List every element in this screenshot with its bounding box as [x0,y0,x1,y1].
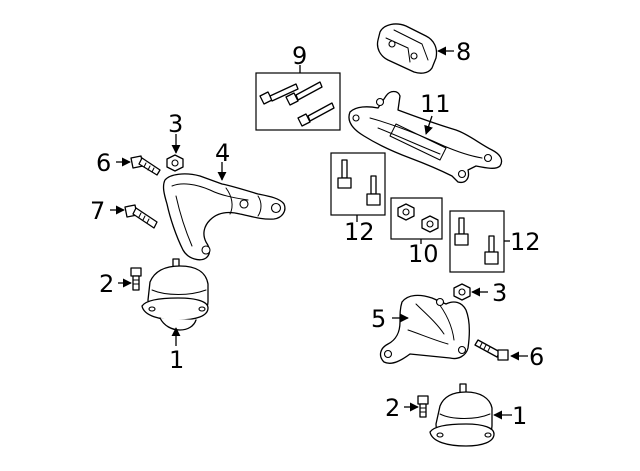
transmission-bracket-8 [376,23,438,74]
bolt-6-right [474,339,509,361]
callout-6-right: 6 [529,343,544,371]
callout-3-left: 3 [168,110,183,138]
bolt-set-9 [255,72,341,131]
leader-11 [424,115,433,135]
callout-12-right: 12 [510,228,541,256]
callout-1-right: 1 [512,402,527,430]
leader-lines [110,46,528,420]
engine-mount-left [141,258,209,331]
callout-7: 7 [90,197,105,225]
callout-labels: 6 3 4 7 2 1 9 8 11 12 10 12 3 5 6 2 1 [90,38,544,430]
bolt-12c [454,217,469,246]
nut-3-left [166,154,184,172]
callout-2-right: 2 [385,394,400,422]
bolt-12d [484,235,499,265]
bolt-12a [337,159,352,189]
engine-mount-bracket-left [162,173,286,261]
nut-3-right [453,283,471,301]
callout-4: 4 [215,139,230,167]
bolt-9b [285,81,323,106]
callout-11: 11 [420,90,451,118]
bolt-2-left [130,267,142,291]
crossmember-11 [348,90,503,184]
engine-mount-bracket-right [379,294,470,364]
callout-1-left: 1 [169,346,184,374]
callout-12-center: 12 [344,218,375,246]
bolt-7-left [124,204,158,229]
bolt-9c [297,102,335,127]
callout-5: 5 [371,305,386,333]
callout-3-right: 3 [492,279,507,307]
callout-2-left: 2 [99,270,114,298]
callout-6-left: 6 [96,149,111,177]
bolt-6-left [130,155,161,176]
callout-8: 8 [456,38,471,66]
bolt-set-12-right [449,210,505,273]
bolt-set-12-center [330,152,386,216]
bolt-2-right [417,395,429,418]
bolt-9a [259,83,299,105]
callout-10: 10 [408,240,439,268]
nut-set-10 [390,197,443,240]
engine-mount-right [429,383,495,447]
callout-9: 9 [292,42,307,70]
bolt-12b [366,175,381,206]
